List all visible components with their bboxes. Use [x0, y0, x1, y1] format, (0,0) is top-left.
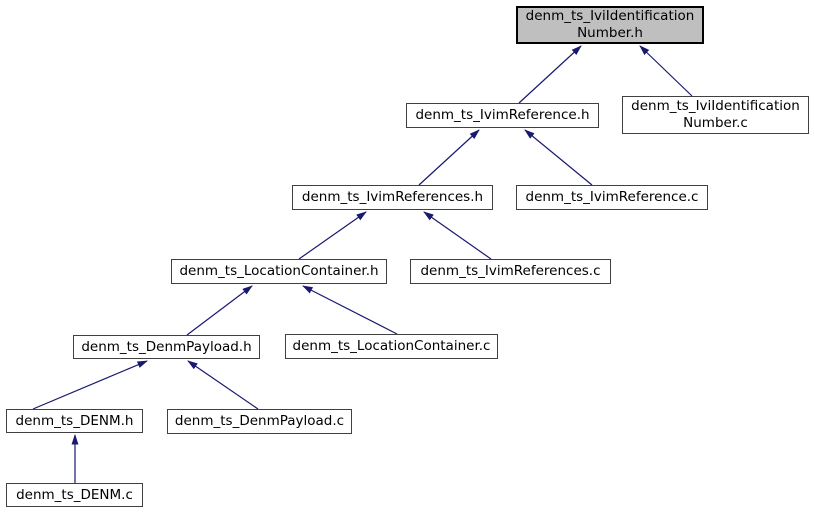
include-edge-DenmPayload_c-to-DenmPayload_h	[187, 360, 259, 410]
graph-node-label: denm_ts_DENM.h	[15, 412, 134, 429]
graph-node-DenmPayload_c[interactable]: denm_ts_DenmPayload.c	[167, 409, 352, 434]
graph-node-LocationContainer_c[interactable]: denm_ts_LocationContainer.c	[285, 334, 498, 359]
include-edge-IvimReferences_h-to-IvimReference_h	[418, 129, 480, 186]
include-edge-LocationContainer_h-to-IvimReferences_h	[298, 211, 367, 260]
graph-node-LocationContainer_h[interactable]: denm_ts_LocationContainer.h	[171, 259, 387, 284]
graph-node-label: denm_ts_IvimReferences.h	[301, 189, 484, 205]
graph-node-IvimReference_c[interactable]: denm_ts_IvimReference.c	[516, 185, 708, 210]
include-edge-DenmPayload_h-to-LocationContainer_h	[186, 285, 253, 336]
graph-node-IvimReference_h[interactable]: denm_ts_IvimReference.h	[406, 103, 599, 128]
graph-node-label: denm_ts_DENM.c	[16, 486, 133, 503]
include-edge-IvimReference_h-to-IviIdentificationNumber_h	[518, 45, 582, 104]
graph-node-label: denm_ts_IviIdentification	[525, 8, 695, 24]
include-edge-IviIdentificationNumber_c-to-IviIdentificationNumber_h	[639, 45, 693, 97]
graph-node-label: denm_ts_IvimReference.c	[525, 189, 699, 205]
graph-node-label: Number.h	[577, 25, 643, 41]
graph-node-DENM_c[interactable]: denm_ts_DENM.c	[6, 483, 143, 507]
graph-node-DENM_h[interactable]: denm_ts_DENM.h	[6, 409, 143, 433]
include-edge-DENM_h-to-DenmPayload_h	[32, 360, 148, 410]
include-edge-IvimReference_c-to-IvimReference_h	[524, 129, 593, 186]
graph-node-IvimReferences_h[interactable]: denm_ts_IvimReferences.h	[292, 185, 493, 210]
graph-node-label: denm_ts_LocationContainer.c	[292, 338, 491, 354]
graph-node-DenmPayload_h[interactable]: denm_ts_DenmPayload.h	[73, 335, 260, 359]
include-edge-LocationContainer_c-to-LocationContainer_h	[302, 285, 398, 335]
include-edge-IvimReferences_c-to-IvimReferences_h	[423, 211, 492, 260]
graph-node-label: denm_ts_IviIdentification	[631, 98, 800, 114]
graph-node-IvimReferences_c[interactable]: denm_ts_IvimReferences.c	[410, 259, 611, 284]
graph-node-label: denm_ts_DenmPayload.c	[174, 413, 345, 429]
graph-node-label: denm_ts_IvimReferences.c	[420, 263, 601, 279]
graph-node-label: denm_ts_DenmPayload.h	[81, 338, 252, 355]
graph-node-label: denm_ts_IvimReference.h	[415, 107, 590, 123]
graph-node-label: Number.c	[683, 115, 748, 131]
graph-node-label: denm_ts_LocationContainer.h	[179, 263, 379, 279]
